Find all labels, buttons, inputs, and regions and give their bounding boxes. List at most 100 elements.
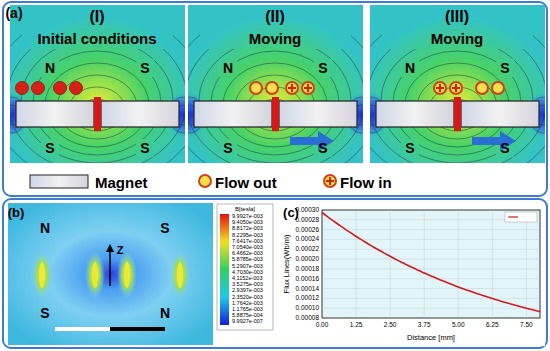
pole-label: S xyxy=(318,141,327,155)
panel-frame xyxy=(3,199,547,348)
colorbar-value: 9.4050e-003 xyxy=(232,220,263,226)
stage-title: Initial conditions xyxy=(37,31,156,46)
tick-label: 0.00016 xyxy=(296,275,320,282)
grid-line xyxy=(322,249,540,250)
grid-line xyxy=(526,210,527,318)
legend-label: Flow in xyxy=(340,175,392,190)
pole-label: N xyxy=(223,61,233,75)
grid-line xyxy=(492,210,493,318)
field-plot xyxy=(169,5,381,185)
grid-line xyxy=(424,210,425,318)
flow-out-sample xyxy=(199,175,211,187)
axis-title: Distance [mm] xyxy=(407,334,455,342)
tick-label: 0.00014 xyxy=(296,285,320,292)
flow-in-symbol xyxy=(302,82,314,94)
colorbar-frame xyxy=(217,204,273,330)
grid-line xyxy=(390,210,391,318)
tick-label: 3.75 xyxy=(418,322,431,329)
pole-label: S xyxy=(160,221,169,235)
tick-label: 0.00030 xyxy=(296,207,320,214)
colorbar-value: 5.2907e-003 xyxy=(232,264,263,270)
tick-label: 2.50 xyxy=(384,322,397,329)
plot-area xyxy=(322,210,540,318)
pole-label: N xyxy=(40,221,50,235)
tick-label: 7.50 xyxy=(520,322,533,329)
pole-label: N xyxy=(45,61,55,75)
field-plot xyxy=(8,203,213,345)
panel-letter: (a) xyxy=(5,6,22,20)
grid-line xyxy=(322,239,540,240)
flow-in-symbol xyxy=(286,82,298,94)
grid-line xyxy=(458,210,459,318)
flow-in-symbol xyxy=(434,82,446,94)
chart-legend-line xyxy=(508,216,518,217)
flow-out-symbol xyxy=(250,82,262,94)
panel-letter: (b) xyxy=(8,206,25,219)
grid-line xyxy=(356,210,357,318)
colorbar-value: 8.8172e-003 xyxy=(232,227,263,233)
colorbar-value: 7.0540e-003 xyxy=(232,245,263,251)
stage-title: Moving xyxy=(249,31,302,46)
stage-number: (II) xyxy=(265,9,285,25)
colorbar-value: 2.3520e-003 xyxy=(232,295,263,301)
stage-number: (III) xyxy=(445,9,469,25)
field-plot xyxy=(0,5,203,185)
flow-out-symbol xyxy=(266,82,278,94)
colorbar-title: B[tesla] xyxy=(235,206,255,212)
colorbar-value: 3.5275e-003 xyxy=(232,282,263,288)
pole-label: S xyxy=(223,141,232,155)
colorbar-value: 6.4662e-003 xyxy=(232,251,263,257)
tick-label: 0.00010 xyxy=(296,305,320,312)
colorbar-value: 4.1152e-003 xyxy=(232,276,262,282)
pole-label: S xyxy=(40,306,49,320)
tick-label: 0.00012 xyxy=(296,295,320,302)
colorbar-value: 5.8875e-004 xyxy=(232,313,263,319)
colorbar xyxy=(220,214,229,325)
legend-label: Flow out xyxy=(215,175,277,190)
pole-label: N xyxy=(405,61,415,75)
colorbar-value: 4.7030e-003 xyxy=(232,270,263,276)
grid-line xyxy=(322,298,540,299)
pole-label: S xyxy=(140,61,149,75)
flow-in-symbol xyxy=(450,82,462,94)
field-plot xyxy=(351,5,550,185)
grid-line xyxy=(322,288,540,289)
pole-label: S xyxy=(140,141,149,155)
stage-title: Moving xyxy=(431,31,484,46)
pole-label: S xyxy=(500,141,509,155)
flow-out-symbol xyxy=(476,82,488,94)
grid-line xyxy=(322,229,540,230)
colorbar-value: 9.9927e-007 xyxy=(232,320,263,326)
flow-out-symbol xyxy=(492,82,504,94)
colorbar-value: 8.2295e-003 xyxy=(232,233,263,239)
stage-number: (I) xyxy=(89,9,104,25)
pole-label: S xyxy=(45,141,54,155)
tick-label: 0.00020 xyxy=(296,256,320,263)
tick-label: 0.00026 xyxy=(296,226,320,233)
tick-label: 0.00018 xyxy=(296,266,320,273)
colorbar-value: 9.9927e-003 xyxy=(232,214,263,220)
grid-line xyxy=(322,308,540,309)
chart-area xyxy=(277,203,545,346)
tick-label: 0.00 xyxy=(316,322,329,329)
tick-label: 0.00028 xyxy=(296,217,320,224)
colorbar-value: 1.1765e-003 xyxy=(232,307,263,313)
flux-curve xyxy=(322,213,540,312)
tick-label: 0.00008 xyxy=(296,315,320,322)
tick-label: 0.00022 xyxy=(296,246,320,253)
tick-label: 6.25 xyxy=(486,322,499,329)
magnet-sample xyxy=(30,175,88,188)
pole-label: N xyxy=(160,306,170,320)
particles xyxy=(16,82,83,95)
tick-label: 5.00 xyxy=(452,322,465,329)
grid xyxy=(322,210,540,318)
flow-in-sample xyxy=(324,175,336,187)
pole-label: S xyxy=(500,61,509,75)
grid-line xyxy=(322,278,540,279)
axis-letter: Z xyxy=(117,245,124,256)
tick-label: 0.00024 xyxy=(296,236,320,243)
pole-label: S xyxy=(405,141,414,155)
tick-label: 1.25 xyxy=(350,322,363,329)
grid-line xyxy=(322,268,540,269)
colorbar-value: 2.9397e-003 xyxy=(232,289,263,295)
